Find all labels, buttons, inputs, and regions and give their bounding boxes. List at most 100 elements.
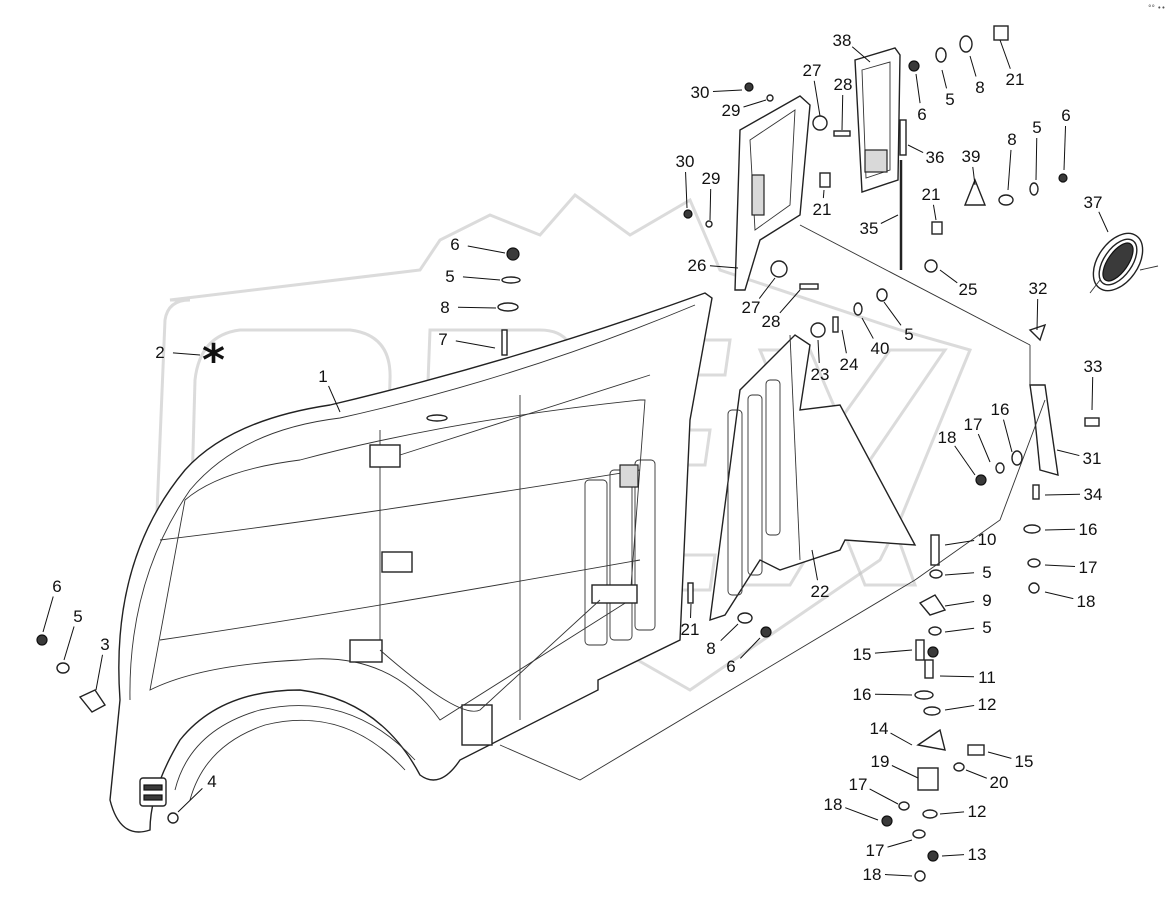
leader-line-c8c — [1007, 149, 1012, 191]
callout-label-c33: 33 — [1084, 357, 1103, 376]
connection-lines — [499, 224, 1046, 781]
callout-label-c29a: 29 — [722, 101, 741, 120]
callout-label-c27b: 27 — [742, 298, 761, 317]
leader-line-c18c — [845, 807, 879, 821]
callout-label-c16b: 16 — [991, 400, 1010, 419]
callout-label-c32: 32 — [1029, 279, 1048, 298]
leader-line-c8a — [457, 306, 497, 309]
leader-line-c33 — [1091, 376, 1094, 411]
leader-line-c21b — [822, 189, 825, 199]
callout-label-c8a: 8 — [440, 298, 449, 317]
callout-label-c30a: 30 — [691, 83, 710, 102]
leader-line-c23 — [817, 339, 820, 364]
callout-label-c17d: 17 — [866, 841, 885, 860]
callout-label-c6e: 6 — [726, 657, 735, 676]
leader-line-c12a — [944, 705, 975, 711]
leader-line-c5c — [941, 69, 948, 89]
callout-label-c3: 3 — [100, 635, 109, 654]
callout-label-c24: 24 — [840, 355, 859, 374]
leader-line-c5f — [944, 572, 975, 576]
callout-label-c6a: 6 — [450, 235, 459, 254]
leader-line-c35 — [880, 214, 899, 224]
leader-line-c28a — [841, 94, 844, 131]
leader-line-c22 — [811, 549, 819, 581]
leader-line-c3 — [95, 654, 103, 691]
callout-label-c1: 1 — [318, 367, 327, 386]
callout-label-c8b: 8 — [975, 78, 984, 97]
callout-label-c5f: 5 — [982, 563, 991, 582]
callout-label-c21a: 21 — [1006, 70, 1025, 89]
leader-line-c17b — [1044, 564, 1076, 567]
callout-label-c18a: 18 — [938, 428, 957, 447]
callout-label-c37: 37 — [1084, 193, 1103, 212]
callout-label-c36: 36 — [926, 148, 945, 167]
leader-line-c11 — [939, 675, 975, 678]
cable-coil — [1089, 232, 1159, 294]
leader-line-c21a — [999, 39, 1011, 69]
callout-label-c10: 10 — [978, 530, 997, 549]
leader-line-c18d — [884, 874, 913, 877]
leader-line-c7 — [455, 340, 496, 349]
leader-line-c6d — [1063, 125, 1067, 171]
callout-label-c27a: 27 — [803, 61, 822, 80]
callout-label-c12b: 12 — [968, 802, 987, 821]
leader-line-c6b — [42, 596, 54, 633]
leader-line-c28b — [779, 289, 801, 314]
callout-label-c21c: 21 — [922, 185, 941, 204]
callout-label-c39: 39 — [962, 147, 981, 166]
callout-label-c5a: 5 — [445, 267, 454, 286]
leader-line-c13 — [941, 854, 965, 857]
leader-line-c14 — [890, 732, 913, 746]
callout-label-c12a: 12 — [978, 695, 997, 714]
leader-line-c25 — [939, 269, 958, 284]
leader-line-c5d — [1035, 137, 1038, 181]
callout-label-c38: 38 — [833, 31, 852, 50]
leader-line-c6c — [915, 73, 921, 104]
leader-line-c8d — [720, 623, 739, 642]
callout-label-c11: 11 — [978, 668, 996, 687]
leader-line-c5e — [883, 301, 902, 326]
callout-label-c6b: 6 — [52, 577, 61, 596]
leader-line-c27a — [813, 80, 821, 117]
callout-label-c21d: 21 — [681, 620, 700, 639]
callout-label-c13: 13 — [968, 845, 987, 864]
leader-line-c36 — [907, 144, 924, 153]
leader-line-c29b — [709, 188, 712, 221]
leader-line-c16a — [874, 693, 913, 696]
callout-label-c18d: 18 — [863, 865, 882, 884]
callout-label-c20: 20 — [990, 773, 1009, 792]
leader-line-c1 — [328, 385, 341, 413]
callout-label-c8c: 8 — [1007, 130, 1016, 149]
callout-label-c28a: 28 — [834, 75, 853, 94]
callout-label-c26: 26 — [688, 256, 707, 275]
leader-line-c15a — [874, 649, 913, 654]
callout-label-c8d: 8 — [706, 639, 715, 658]
leader-line-c20 — [965, 769, 987, 779]
leader-line-c30b — [685, 171, 688, 209]
callout-label-c35: 35 — [860, 219, 879, 238]
leader-line-c30a — [712, 89, 743, 92]
leader-line-c10 — [944, 540, 975, 546]
leader-line-c18b — [1044, 591, 1074, 600]
leader-line-c19 — [891, 765, 919, 779]
callout-label-c5g: 5 — [982, 618, 991, 637]
callout-label-c2: 2 — [155, 343, 164, 362]
callout-label-c21b: 21 — [813, 200, 832, 219]
leader-line-c5a — [462, 276, 501, 281]
corner-mark: °° •• — [1148, 4, 1165, 12]
callout-label-c4: 4 — [207, 772, 216, 791]
callout-label-c6d: 6 — [1061, 106, 1070, 125]
rod — [899, 119, 907, 270]
leader-line-c9 — [944, 601, 975, 607]
callout-label-c5b: 5 — [73, 607, 82, 626]
callout-label-c40: 40 — [871, 339, 890, 358]
leader-line-c4 — [177, 788, 203, 813]
callout-label-c31: 31 — [1083, 449, 1102, 468]
leader-line-c27b — [758, 277, 776, 299]
callout-label-c17b: 17 — [1079, 558, 1098, 577]
leader-line-c18a — [954, 445, 976, 476]
callout-label-c17a: 17 — [964, 415, 983, 434]
leader-line-c5b — [63, 626, 75, 661]
